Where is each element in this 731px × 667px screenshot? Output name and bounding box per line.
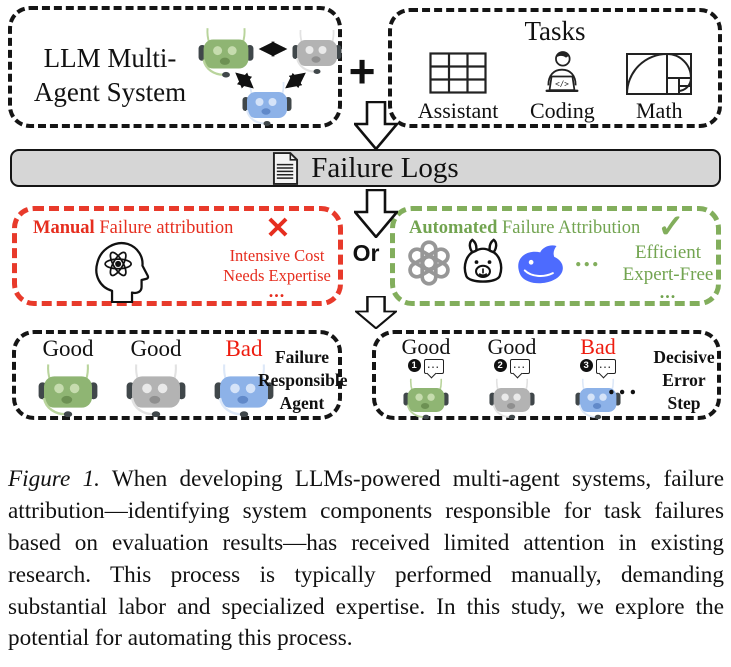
agent-verdict-bad: Bad bbox=[225, 336, 263, 361]
figure-caption: Figure 1. When developing LLMs-powered m… bbox=[8, 464, 724, 655]
or-label: Or bbox=[352, 240, 380, 266]
agent-result: Bad bbox=[202, 336, 286, 422]
task-math: Math bbox=[626, 50, 693, 124]
step-result: Good 2 ... bbox=[470, 334, 554, 425]
automated-title-rest: Failure Attribution bbox=[502, 218, 641, 238]
responsible-agent-box: Good Good Bad Failure Responsible Agent bbox=[12, 330, 347, 422]
thinking-head-icon bbox=[95, 242, 150, 303]
deepseek-whale-icon bbox=[518, 245, 563, 284]
step-number-badge: 2 bbox=[493, 359, 507, 373]
table-grid-icon bbox=[429, 52, 487, 94]
speech-bubble-icon: ... bbox=[595, 359, 617, 375]
agent-robot-gray-icon bbox=[489, 377, 535, 419]
llama-icon bbox=[463, 238, 503, 283]
task-label: Assistant bbox=[417, 98, 499, 123]
document-icon bbox=[273, 151, 299, 185]
agent-communication-arrows-icon bbox=[235, 41, 306, 89]
manual-title-bold: Manual bbox=[33, 218, 95, 238]
golden-ratio-icon bbox=[626, 53, 693, 95]
tasks-box: Tasks Assistant bbox=[388, 8, 722, 128]
figure-caption-label: Figure 1. bbox=[8, 466, 100, 492]
more-agents-ellipsis: ... bbox=[608, 370, 641, 400]
step-verdict: Good bbox=[487, 334, 537, 359]
automated-box-title: Automated Failure Attribution bbox=[409, 218, 640, 239]
agent-verdict: Good bbox=[42, 336, 94, 361]
task-assistant: Assistant bbox=[417, 50, 499, 124]
decisive-error-step-caption: Decisive Error Step bbox=[648, 346, 720, 414]
caption-line: Responsible bbox=[258, 369, 348, 390]
agent-robot-green-icon bbox=[38, 362, 98, 417]
mas-box-label: LLM Multi-Agent System bbox=[33, 43, 187, 107]
automated-pros: Efficient Expert-Free ... bbox=[611, 242, 725, 302]
manual-box-title: Manual Failure attribution bbox=[33, 218, 233, 239]
step-number-badge: 1 bbox=[407, 359, 421, 373]
tasks-row: Assistant </> Coding bbox=[402, 50, 708, 124]
agent-result: Good bbox=[26, 336, 110, 422]
agent-verdict: Good bbox=[130, 336, 182, 361]
step-result: Bad 3 ... bbox=[556, 334, 640, 425]
manual-ellipsis: ... bbox=[268, 281, 286, 302]
speech-bubble-icon: ... bbox=[423, 359, 445, 375]
failure-logs-label: Failure Logs bbox=[311, 151, 459, 184]
automated-attribution-box: Automated Failure Attribution bbox=[390, 206, 721, 306]
step-verdict-bad: Bad bbox=[580, 334, 616, 359]
agent-result: Good bbox=[114, 336, 198, 422]
agent-robot-green-icon bbox=[403, 377, 449, 419]
step-number-badge: 3 bbox=[579, 359, 593, 373]
coder-icon: </> bbox=[545, 51, 579, 93]
step-annotation: 3 ... bbox=[556, 359, 640, 376]
down-arrow-icon bbox=[355, 296, 397, 329]
step-annotation: 1 ... bbox=[384, 359, 468, 376]
check-icon: ✓ bbox=[657, 208, 685, 244]
task-label: Math bbox=[636, 98, 683, 123]
automated-title-bold: Automated bbox=[409, 218, 498, 238]
manual-cons: Intensive Cost Needs Expertise ... bbox=[207, 246, 347, 302]
code-glyph: </> bbox=[555, 80, 569, 89]
caption-line: Failure bbox=[274, 347, 330, 367]
manual-con-2: Needs Expertise bbox=[223, 266, 331, 286]
automated-pro-2: Expert-Free bbox=[622, 264, 714, 286]
speech-bubble-icon: ... bbox=[509, 359, 531, 375]
automated-ellipsis: ... bbox=[659, 281, 677, 302]
cross-icon: ✕ bbox=[265, 212, 291, 245]
plus-sign: + bbox=[348, 45, 376, 97]
step-verdict: Good bbox=[401, 334, 451, 359]
step-result: Good 1 ... bbox=[384, 334, 468, 425]
caption-line: Decisive bbox=[653, 347, 715, 367]
openai-icon bbox=[408, 240, 450, 286]
manual-attribution-box: Manual Failure attribution ✕ Intensive C… bbox=[12, 206, 343, 306]
step-annotation: 2 ... bbox=[470, 359, 554, 376]
models-ellipsis: ... bbox=[575, 243, 601, 272]
responsible-agent-caption: Failure Responsible Agent bbox=[258, 346, 348, 414]
caption-line: Agent bbox=[279, 392, 325, 413]
agent-network bbox=[198, 18, 346, 126]
decisive-error-step-box: Good 1 ... Good 2 ... Bad 3 ... ... D bbox=[372, 330, 721, 420]
tasks-title: Tasks bbox=[524, 16, 586, 46]
task-label: Coding bbox=[529, 98, 595, 123]
manual-con-1: Intensive Cost bbox=[229, 246, 325, 265]
figure-caption-text: When developing LLMs-powered multi-agent… bbox=[8, 466, 725, 652]
llm-mas-box: LLM Multi-Agent System bbox=[8, 6, 342, 128]
down-arrow-icon bbox=[354, 189, 398, 238]
down-arrow-icon bbox=[354, 101, 398, 150]
automated-pro-1: Efficient bbox=[634, 242, 702, 263]
caption-line: Error bbox=[662, 369, 706, 390]
figure-1-diagram: LLM Multi-Agent System + Tasks bbox=[0, 0, 731, 460]
failure-logs-bar: Failure Logs bbox=[10, 149, 721, 187]
caption-line: Step bbox=[667, 392, 701, 413]
agent-robot-gray-icon bbox=[126, 362, 186, 417]
manual-title-rest: Failure attribution bbox=[99, 218, 234, 238]
task-coding: </> Coding bbox=[530, 50, 595, 124]
